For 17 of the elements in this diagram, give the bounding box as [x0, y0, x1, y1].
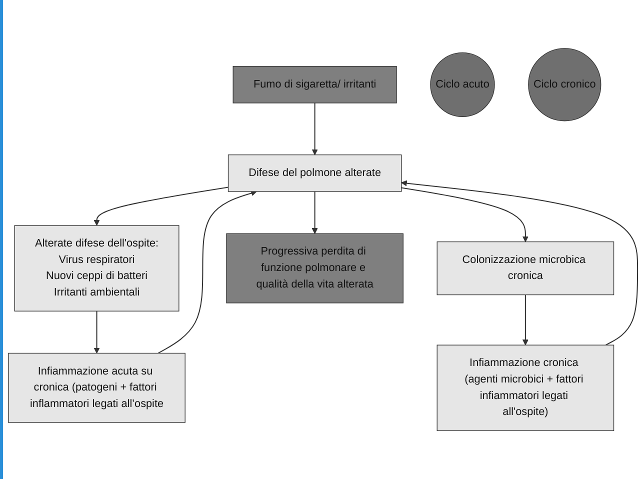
arrow: [401, 180, 638, 346]
node-box: Infiammazione cronica (agenti microbici + fattori infiammatori legati all'ospite): [436, 344, 614, 431]
arrow: [158, 190, 257, 354]
node-circle: Ciclo acuto: [430, 52, 495, 117]
node-circle: Ciclo cronico: [528, 48, 602, 122]
node-box: Colonizzazione microbica cronica: [436, 241, 614, 296]
arrow: [312, 191, 318, 234]
node-box: Infiammazione acuta su cronica (patogeni + fattori inflammatori legati all’ospite: [8, 352, 186, 423]
arrow: [94, 311, 100, 354]
node-box: Fumo di sigaretta/ irritanti: [232, 66, 397, 104]
arrow: [401, 187, 528, 242]
node-box: Alterate difese dell'ospite: Virus respiratori Nuovi ceppi di batteri Irritanti ambientali: [14, 225, 180, 312]
node-box: Difese del polmone alterate: [228, 154, 402, 192]
arrow: [94, 186, 228, 226]
arrow: [522, 294, 528, 346]
arrow: [312, 102, 318, 156]
node-box: Progressiva perdita di funzione polmonare e qualità della vita alterata: [226, 233, 404, 304]
